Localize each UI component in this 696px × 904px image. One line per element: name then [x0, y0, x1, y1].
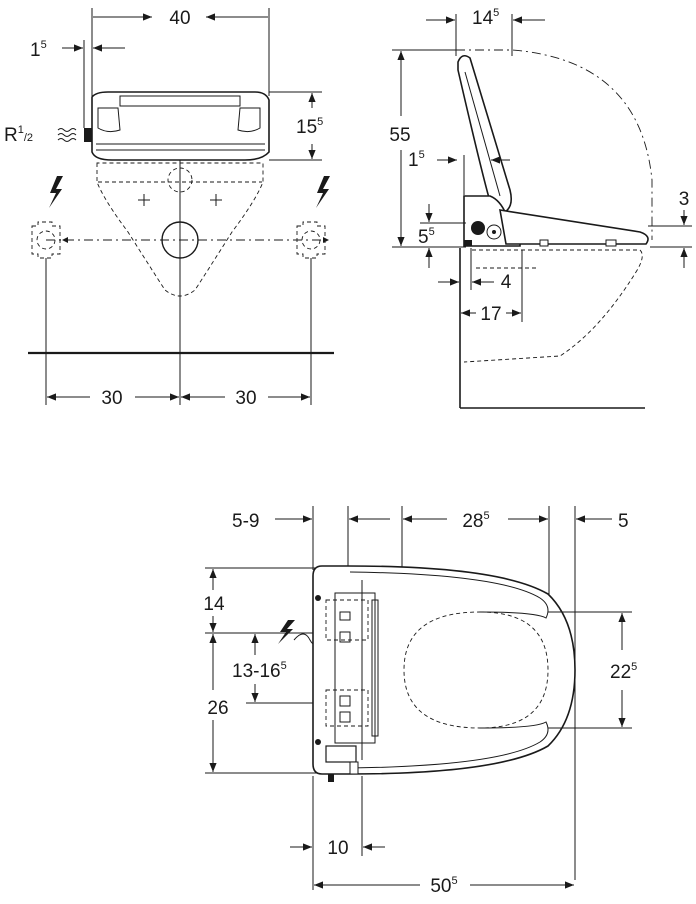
seat-body-front	[91, 91, 270, 161]
top-view: 5-9 285 5 14 26 13-165	[203, 506, 637, 897]
toilet-side-outline	[463, 249, 643, 363]
front-height-label: 155	[296, 116, 323, 138]
water-connector	[84, 128, 92, 142]
connection-label: R1/2	[4, 124, 33, 146]
connector-width-label: 10	[327, 838, 348, 859]
electric-supply-icon	[316, 176, 330, 208]
spacing-right-label: 30	[235, 388, 256, 409]
front-offset-label: 15	[30, 39, 47, 61]
side-depth-label: 17	[480, 304, 501, 325]
lower-height-label: 26	[207, 698, 228, 719]
lid-swing-arc	[456, 49, 653, 240]
side-right-gap-label: 3	[679, 189, 690, 210]
wall-range-label: 5-9	[232, 511, 259, 532]
side-top-offset-label: 145	[472, 7, 499, 29]
total-length-label: 505	[430, 875, 457, 897]
side-base-height-label: 55	[418, 226, 435, 248]
seat-side	[499, 209, 649, 245]
lid	[457, 54, 512, 215]
bowl-opening	[403, 611, 549, 729]
side-view: 145 55 15 55 3	[389, 7, 692, 409]
supply-range-label: 13-165	[232, 660, 287, 682]
upper-height-label: 14	[203, 594, 225, 615]
inner-width-label: 285	[462, 510, 489, 532]
toilet-bowl-outline	[96, 162, 264, 297]
front-width-label: 40	[169, 8, 190, 29]
front-view: 40 15 R1/2 155	[4, 8, 334, 409]
side-hinge-distance-label: 4	[501, 272, 512, 293]
water-supply-icon	[57, 128, 77, 142]
electric-supply-icon	[49, 176, 63, 208]
side-height-label: 55	[389, 125, 410, 146]
side-hinge-offset-label: 15	[408, 149, 425, 171]
top-right-gap-label: 5	[618, 511, 629, 532]
bowl-height-label: 225	[610, 661, 637, 683]
spacing-left-label: 30	[101, 388, 122, 409]
